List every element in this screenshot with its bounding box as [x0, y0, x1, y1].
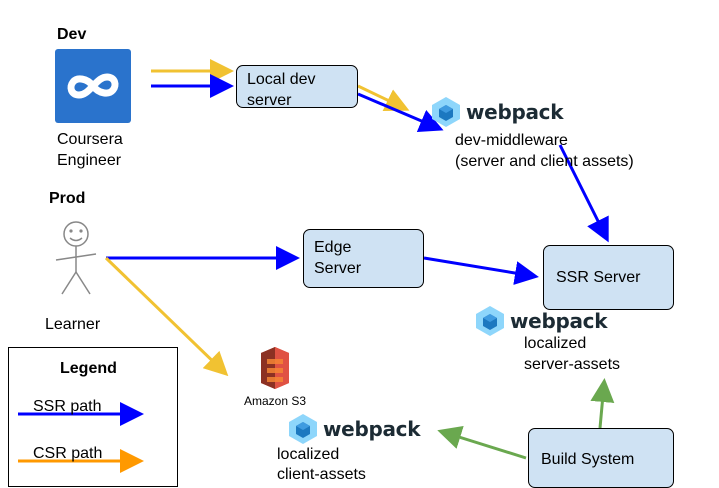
engineer-label-line2: Engineer	[57, 152, 122, 169]
arrow-build-client-assets	[437, 425, 527, 460]
engineer-label-line1: Coursera	[57, 131, 123, 148]
webpack-brand-text: webpack	[323, 417, 421, 441]
build-system-node[interactable]: Build System	[528, 428, 674, 488]
legend-title: Legend	[60, 360, 117, 377]
prod-section-label: Prod	[49, 190, 86, 207]
arrow-edge-ssr	[423, 256, 539, 285]
coursera-logo-icon	[55, 49, 131, 123]
amazon-s3-node: Amazon S3	[238, 345, 312, 408]
webpack-client-line2: client-assets	[277, 466, 366, 483]
webpack-dev-logo: webpack	[430, 96, 564, 128]
arrow-localdev-webpack-csr	[357, 84, 410, 112]
edge-line2: Server	[314, 260, 362, 277]
webpack-brand-text: webpack	[466, 100, 564, 124]
edge-line1: Edge	[314, 239, 352, 256]
amazon-s3-label: Amazon S3	[243, 394, 307, 408]
ssr-server-node[interactable]: SSR Server	[543, 245, 674, 310]
learner-label: Learner	[45, 316, 101, 333]
webpack-cube-icon	[476, 306, 504, 336]
webpack-cube-icon	[432, 97, 460, 127]
local-dev-server-node[interactable]: Local dev server	[236, 65, 358, 109]
arrow-build-server-assets	[590, 378, 615, 429]
arrow-webpack-ssr	[558, 144, 609, 243]
webpack-client-line1: localized	[277, 446, 340, 463]
arrow-learner-s3	[104, 256, 229, 377]
build-system-label: Build System	[541, 451, 635, 468]
webpack-server-logo: webpack	[474, 305, 608, 337]
webpack-cube-icon	[289, 414, 317, 444]
webpack-dev-line1: dev-middleware	[455, 132, 568, 149]
amazon-s3-icon	[261, 347, 289, 389]
webpack-dev-line2: (server and client assets)	[455, 153, 634, 170]
ssr-server-label: SSR Server	[556, 269, 641, 286]
legend-ssr-label: SSR path	[33, 398, 102, 415]
arrow-localdev-webpack-ssr	[357, 92, 444, 133]
webpack-server-line2: server-assets	[524, 356, 621, 373]
webpack-server-line1: localized	[524, 335, 587, 352]
edge-server-node[interactable]: Edge Server	[303, 229, 424, 288]
local-dev-line1: Local dev	[247, 71, 316, 88]
local-dev-line2: server	[247, 92, 292, 109]
webpack-brand-text: webpack	[510, 309, 608, 333]
dev-section-label: Dev	[57, 26, 87, 43]
legend-csr-label: CSR path	[33, 445, 103, 462]
webpack-client-logo: webpack	[287, 413, 421, 445]
stick-figure-icon	[55, 221, 97, 295]
